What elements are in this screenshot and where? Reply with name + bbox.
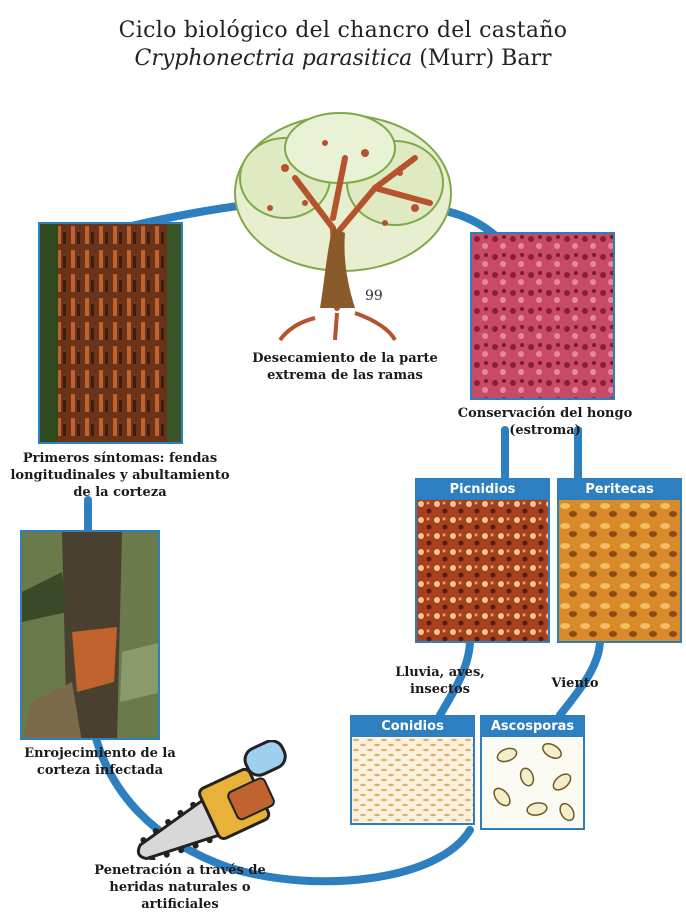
picnidios-photo <box>417 500 548 641</box>
first-symptoms-photo <box>38 222 183 444</box>
vector-wind: Viento <box>545 675 605 692</box>
caption-stroma: Conservación del hongo (estroma) <box>425 405 665 439</box>
caption-penetration: Penetración a través de heridas naturale… <box>70 862 290 913</box>
signature: 99 <box>365 288 383 304</box>
peritecas-header: Peritecas <box>559 480 680 500</box>
chainsaw-illustration <box>118 740 308 860</box>
ascosporas-illustration <box>482 737 583 828</box>
peritecas-photo <box>559 500 680 641</box>
chestnut-tree-illustration: 99 <box>225 108 460 343</box>
conidios-box: Conidios <box>350 715 475 825</box>
caption-first-symptoms: Primeros síntomas: fendas longitudinales… <box>5 450 235 501</box>
peritecas-box: Peritecas <box>557 478 682 643</box>
picnidios-header: Picnidios <box>417 480 548 500</box>
caption-tree: Desecamiento de la parte extrema de las … <box>245 350 445 384</box>
ascosporas-box: Ascosporas <box>480 715 585 830</box>
picnidios-box: Picnidios <box>415 478 550 643</box>
vector-rain-birds-insects: Lluvia, aves, insectos <box>385 664 495 698</box>
reddening-photo <box>20 530 160 740</box>
conidios-header: Conidios <box>352 717 473 737</box>
conidios-illustration <box>352 737 473 823</box>
stroma-photo <box>470 232 615 400</box>
ascosporas-header: Ascosporas <box>482 717 583 737</box>
